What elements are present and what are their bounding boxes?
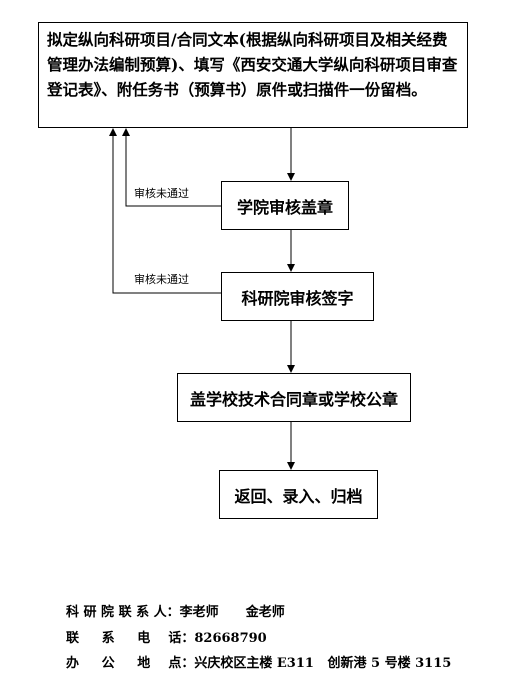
- step-research-review-box: 科研院审核签字: [221, 272, 374, 321]
- step-college-review-box: 学院审核盖章: [221, 181, 349, 230]
- feedback-research-fail: [109, 128, 221, 294]
- college-fail-label: 审核未通过: [134, 187, 189, 200]
- step-research-review-text: 科研院审核签字: [241, 288, 354, 308]
- step-seal-text: 盖学校技术合同章或学校公章: [189, 389, 398, 409]
- step-seal-box: 盖学校技术合同章或学校公章: [177, 373, 411, 422]
- step-archive-box: 返回、录入、归档: [219, 470, 378, 519]
- step-draft-box: 拟定纵向科研项目/合同文本(根据纵向科研项目及相关经费管理办法编制预算)、填写《…: [38, 22, 468, 128]
- step-archive-text: 返回、录入、归档: [234, 486, 363, 506]
- contact-address: 办 公 地 点：兴庆校区主楼 E311 创新港 5 号楼 3115: [66, 656, 452, 671]
- research-fail-label: 审核未通过: [134, 273, 189, 286]
- contact-people: 科 研 院 联 系 人：李老师 金老师: [66, 605, 285, 620]
- step-college-review-text: 学院审核盖章: [236, 197, 333, 217]
- contact-phone: 联 系 电 话：82668790: [66, 631, 267, 646]
- feedback-college-fail: [122, 128, 221, 207]
- step-draft-text: 拟定纵向科研项目/合同文本(根据纵向科研项目及相关经费管理办法编制预算)、填写《…: [47, 30, 458, 99]
